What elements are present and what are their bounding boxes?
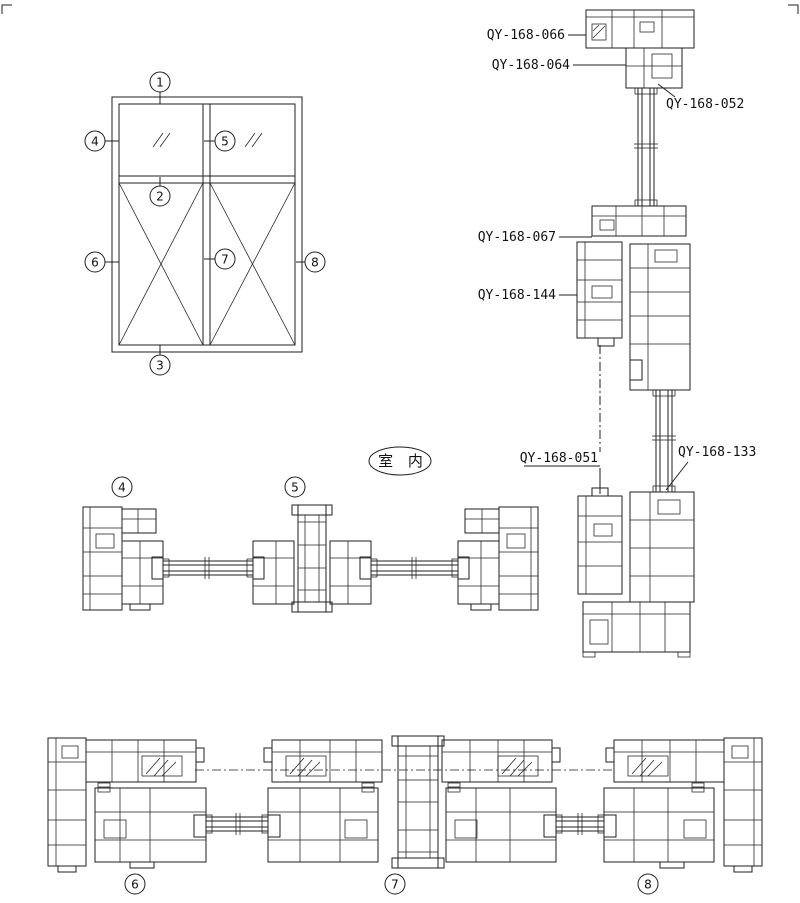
vertical-section: QY-168-066 QY-168-064 QY-168-052 QY-168-… xyxy=(478,9,756,658)
part-number-text: QY-168-133 xyxy=(678,445,756,460)
sheet-corner-marks xyxy=(1,4,799,14)
glass-mark-top-right-pane xyxy=(244,132,263,148)
leader-line xyxy=(665,461,689,491)
horizontal-section-6-7-8: 6 7 8 xyxy=(47,735,763,895)
section-6-profile-group xyxy=(47,737,207,873)
elevation-outer-frame xyxy=(111,96,303,353)
callout-1-number: 1 xyxy=(156,76,164,90)
part-number-text: QY-168-066 xyxy=(487,28,565,43)
lower-glazing-unit xyxy=(652,389,676,493)
room-label-text: 室 内 xyxy=(378,452,428,470)
upper-glazing-unit xyxy=(634,87,658,207)
part-label-qy-168-052: QY-168-052 xyxy=(657,83,744,112)
section-7-number: 7 xyxy=(391,878,399,892)
section-8-number: 8 xyxy=(644,878,652,892)
callout-2-number: 2 xyxy=(156,190,164,204)
section-7-label: 7 xyxy=(384,873,406,895)
sash-diagonals-bottom-left-pane xyxy=(118,182,204,346)
left-jamb-profile-group xyxy=(82,506,164,611)
section-8-profile-group xyxy=(603,737,763,873)
section-4-number: 4 xyxy=(118,481,126,495)
section-6-number: 6 xyxy=(131,878,139,892)
glazing-run-6-7 xyxy=(205,813,269,835)
callout-3-number: 3 xyxy=(156,359,164,373)
glazing-run-right xyxy=(370,557,459,579)
section-8-label: 8 xyxy=(637,873,659,895)
part-number-text: QY-168-067 xyxy=(478,230,556,245)
section-4-label: 4 xyxy=(111,476,133,498)
elevation-inner-frame xyxy=(118,103,296,346)
glass-mark-top-left-pane xyxy=(152,132,171,148)
sash-diagonals-bottom-right-pane xyxy=(209,182,296,346)
part-label-qy-168-066: QY-168-066 xyxy=(487,28,586,43)
callout-6-number: 6 xyxy=(91,256,99,270)
part-label-qy-168-144: QY-168-144 xyxy=(478,288,577,303)
section-7-profile-group xyxy=(263,735,561,869)
transom-profile-assembly xyxy=(576,205,691,391)
center-mullion-profile-group xyxy=(252,504,372,613)
horizontal-section-4-5: 4 5 xyxy=(82,476,539,613)
callout-8-number: 8 xyxy=(311,256,319,270)
section-5-number: 5 xyxy=(291,481,299,495)
callout-8: 8 xyxy=(296,251,326,273)
window-elevation-diagram: 1 4 5 2 6 7 8 xyxy=(84,71,326,376)
part-number-text: QY-168-052 xyxy=(666,97,744,112)
callout-3: 3 xyxy=(149,345,171,376)
head-frame-profile xyxy=(585,9,695,89)
callout-4-number: 4 xyxy=(91,135,99,149)
part-number-text: QY-168-051 xyxy=(520,451,598,466)
leader-line xyxy=(657,83,676,98)
right-jamb-profile-group xyxy=(457,506,539,611)
callout-7: 7 xyxy=(204,248,236,270)
glazing-run-7-8 xyxy=(555,813,605,835)
callout-6: 6 xyxy=(84,251,119,273)
part-label-qy-168-133: QY-168-133 xyxy=(665,445,756,491)
part-label-qy-168-067: QY-168-067 xyxy=(478,230,592,245)
room-side-label: 室 内 xyxy=(368,446,432,476)
callout-7-number: 7 xyxy=(221,253,229,267)
callout-2: 2 xyxy=(149,177,171,207)
section-6-label: 6 xyxy=(124,873,146,895)
sill-profile-assembly xyxy=(577,487,695,658)
room-label-ellipse xyxy=(368,446,432,476)
part-number-text: QY-168-064 xyxy=(492,58,570,73)
glazing-run-left xyxy=(162,557,254,579)
part-label-qy-168-064: QY-168-064 xyxy=(492,58,626,73)
callout-5-number: 5 xyxy=(221,135,229,149)
part-label-qy-168-051: QY-168-051 xyxy=(520,451,600,467)
callout-4: 4 xyxy=(84,130,119,152)
section-5-label: 5 xyxy=(284,476,306,498)
part-number-text: QY-168-144 xyxy=(478,288,556,303)
callout-5: 5 xyxy=(204,130,236,152)
callout-1: 1 xyxy=(149,71,171,104)
